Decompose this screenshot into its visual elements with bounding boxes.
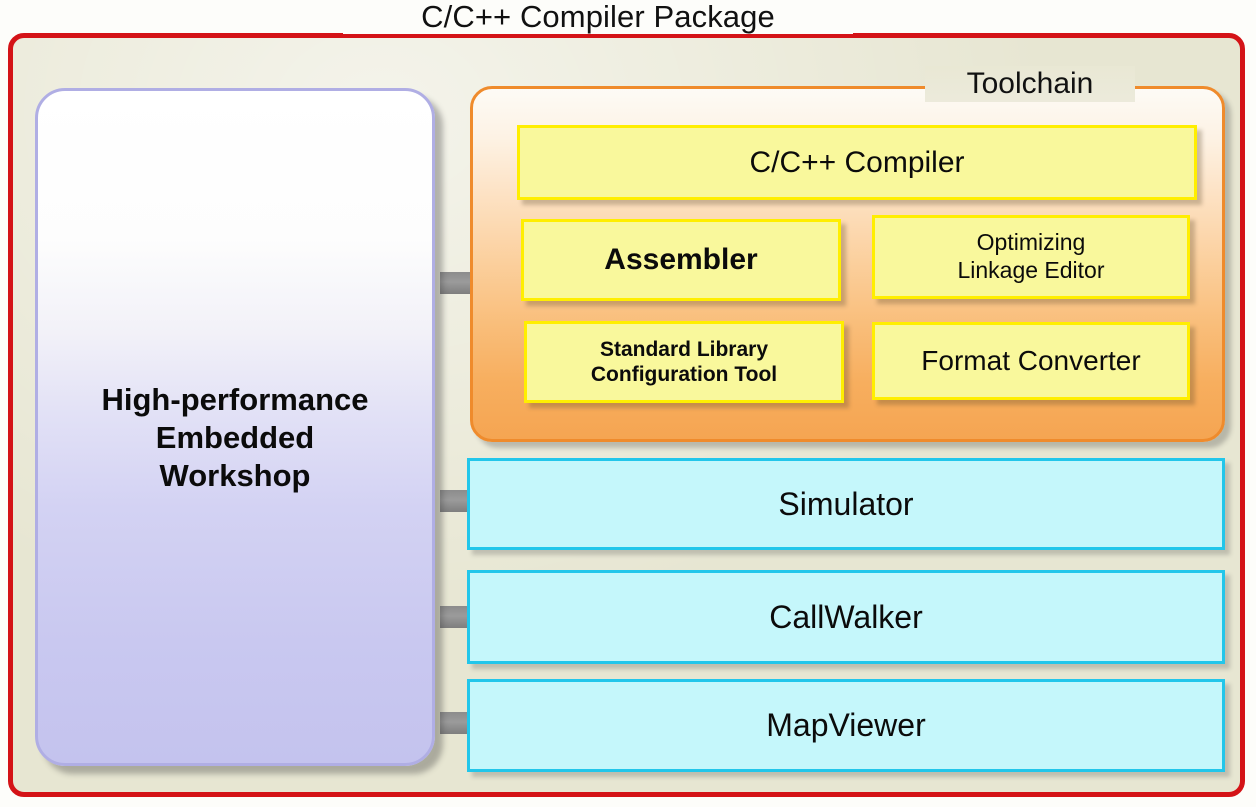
utility-box-simulator: Simulator bbox=[467, 458, 1225, 550]
toolchain-title: Toolchain bbox=[925, 66, 1135, 102]
connector-toolchain bbox=[440, 272, 470, 294]
connector-simulator bbox=[440, 490, 470, 512]
utility-box-callwalker: CallWalker bbox=[467, 570, 1225, 664]
package-title: C/C++ Compiler Package bbox=[343, 0, 853, 34]
tool-box-format-converter: Format Converter bbox=[872, 322, 1190, 400]
utility-box-mapviewer: MapViewer bbox=[467, 679, 1225, 772]
tool-box-c-cpp-compiler: C/C++ Compiler bbox=[517, 125, 1197, 200]
connector-callwalker bbox=[440, 606, 470, 628]
tool-box-assembler: Assembler bbox=[521, 219, 841, 301]
connector-mapviewer bbox=[440, 712, 470, 734]
